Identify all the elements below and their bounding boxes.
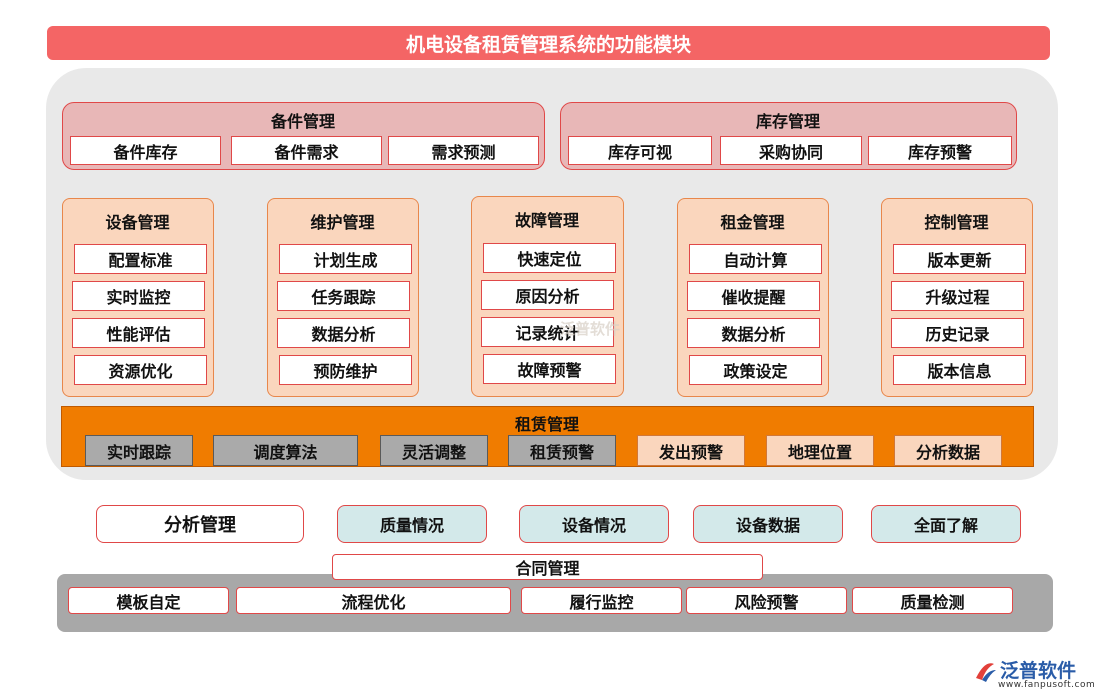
rental-title: 租赁管理 — [514, 415, 579, 434]
rental-management-band: 租赁管理 实时跟踪 调度算法 灵活调整 租赁预警 发出预警 地理位置 分析数据 — [61, 406, 1034, 467]
spare-parts-item: 需求预测 — [388, 136, 539, 165]
spare-parts-item: 备件需求 — [231, 136, 382, 165]
column-item: 性能评估 — [72, 318, 205, 348]
rent-management-column: 租金管理 自动计算 催收提醒 数据分析 政策设定 — [677, 198, 829, 397]
rental-item: 调度算法 — [213, 435, 358, 466]
column-title: 设备管理 — [105, 213, 170, 232]
inventory-item: 采购协同 — [720, 136, 862, 165]
column-item: 记录统计 — [481, 317, 614, 347]
contract-item: 模板自定 — [68, 587, 229, 614]
contract-item: 质量检测 — [852, 587, 1013, 614]
maintenance-management-column: 维护管理 计划生成 任务跟踪 数据分析 预防维护 — [267, 198, 419, 397]
column-item: 政策设定 — [689, 355, 822, 385]
contract-item: 履行监控 — [521, 587, 682, 614]
diagram-title: 机电设备租赁管理系统的功能模块 — [47, 26, 1050, 60]
column-title: 控制管理 — [924, 213, 989, 232]
column-item: 故障预警 — [483, 354, 616, 384]
column-title: 租金管理 — [720, 213, 785, 232]
analysis-management-box: 分析管理 — [96, 505, 304, 543]
logo-url: www.fanpusoft.com — [998, 680, 1096, 690]
equipment-management-column: 设备管理 配置标准 实时监控 性能评估 资源优化 — [62, 198, 214, 397]
column-item: 资源优化 — [74, 355, 207, 385]
column-item: 配置标准 — [74, 244, 207, 274]
column-item: 预防维护 — [279, 355, 412, 385]
fault-management-column: 故障管理 快速定位 原因分析 记录统计 故障预警 — [471, 196, 624, 397]
inventory-item: 库存可视 — [568, 136, 712, 165]
contract-item: 流程优化 — [236, 587, 511, 614]
analysis-item: 设备数据 — [693, 505, 843, 543]
rental-item: 租赁预警 — [508, 435, 616, 466]
contract-title: 合同管理 — [332, 554, 763, 580]
column-item: 历史记录 — [891, 318, 1024, 348]
control-management-column: 控制管理 版本更新 升级过程 历史记录 版本信息 — [881, 198, 1033, 397]
rental-item: 灵活调整 — [380, 435, 488, 466]
analysis-item: 质量情况 — [337, 505, 487, 543]
column-item: 升级过程 — [891, 281, 1024, 311]
column-item: 催收提醒 — [687, 281, 820, 311]
spare-parts-title: 备件管理 — [270, 112, 335, 131]
company-logo: 泛普软件 www.fanpusoft.com — [972, 656, 1096, 696]
rental-item: 地理位置 — [766, 435, 874, 466]
column-item: 数据分析 — [687, 318, 820, 348]
rental-item: 实时跟踪 — [85, 435, 193, 466]
inventory-group: 库存管理 库存可视 采购协同 库存预警 — [560, 102, 1017, 170]
column-title: 维护管理 — [310, 213, 375, 232]
column-item: 原因分析 — [481, 280, 614, 310]
logo-name: 泛普软件 — [1000, 660, 1077, 682]
spare-parts-item: 备件库存 — [70, 136, 221, 165]
column-item: 快速定位 — [483, 243, 616, 273]
inventory-title: 库存管理 — [755, 112, 820, 131]
column-item: 实时监控 — [72, 281, 205, 311]
spare-parts-group: 备件管理 备件库存 备件需求 需求预测 — [62, 102, 545, 170]
contract-item: 风险预警 — [686, 587, 847, 614]
column-item: 版本更新 — [893, 244, 1026, 274]
rental-item: 分析数据 — [894, 435, 1002, 466]
watermark: 泛普软件 — [560, 320, 621, 338]
column-item: 任务跟踪 — [277, 281, 410, 311]
column-title: 故障管理 — [514, 211, 579, 230]
column-item: 自动计算 — [689, 244, 822, 274]
analysis-item: 全面了解 — [871, 505, 1021, 543]
logo-mark-icon — [976, 663, 996, 682]
analysis-item: 设备情况 — [519, 505, 669, 543]
column-item: 版本信息 — [893, 355, 1026, 385]
column-item: 计划生成 — [279, 244, 412, 274]
inventory-item: 库存预警 — [868, 136, 1012, 165]
column-item: 数据分析 — [277, 318, 410, 348]
rental-item: 发出预警 — [637, 435, 745, 466]
